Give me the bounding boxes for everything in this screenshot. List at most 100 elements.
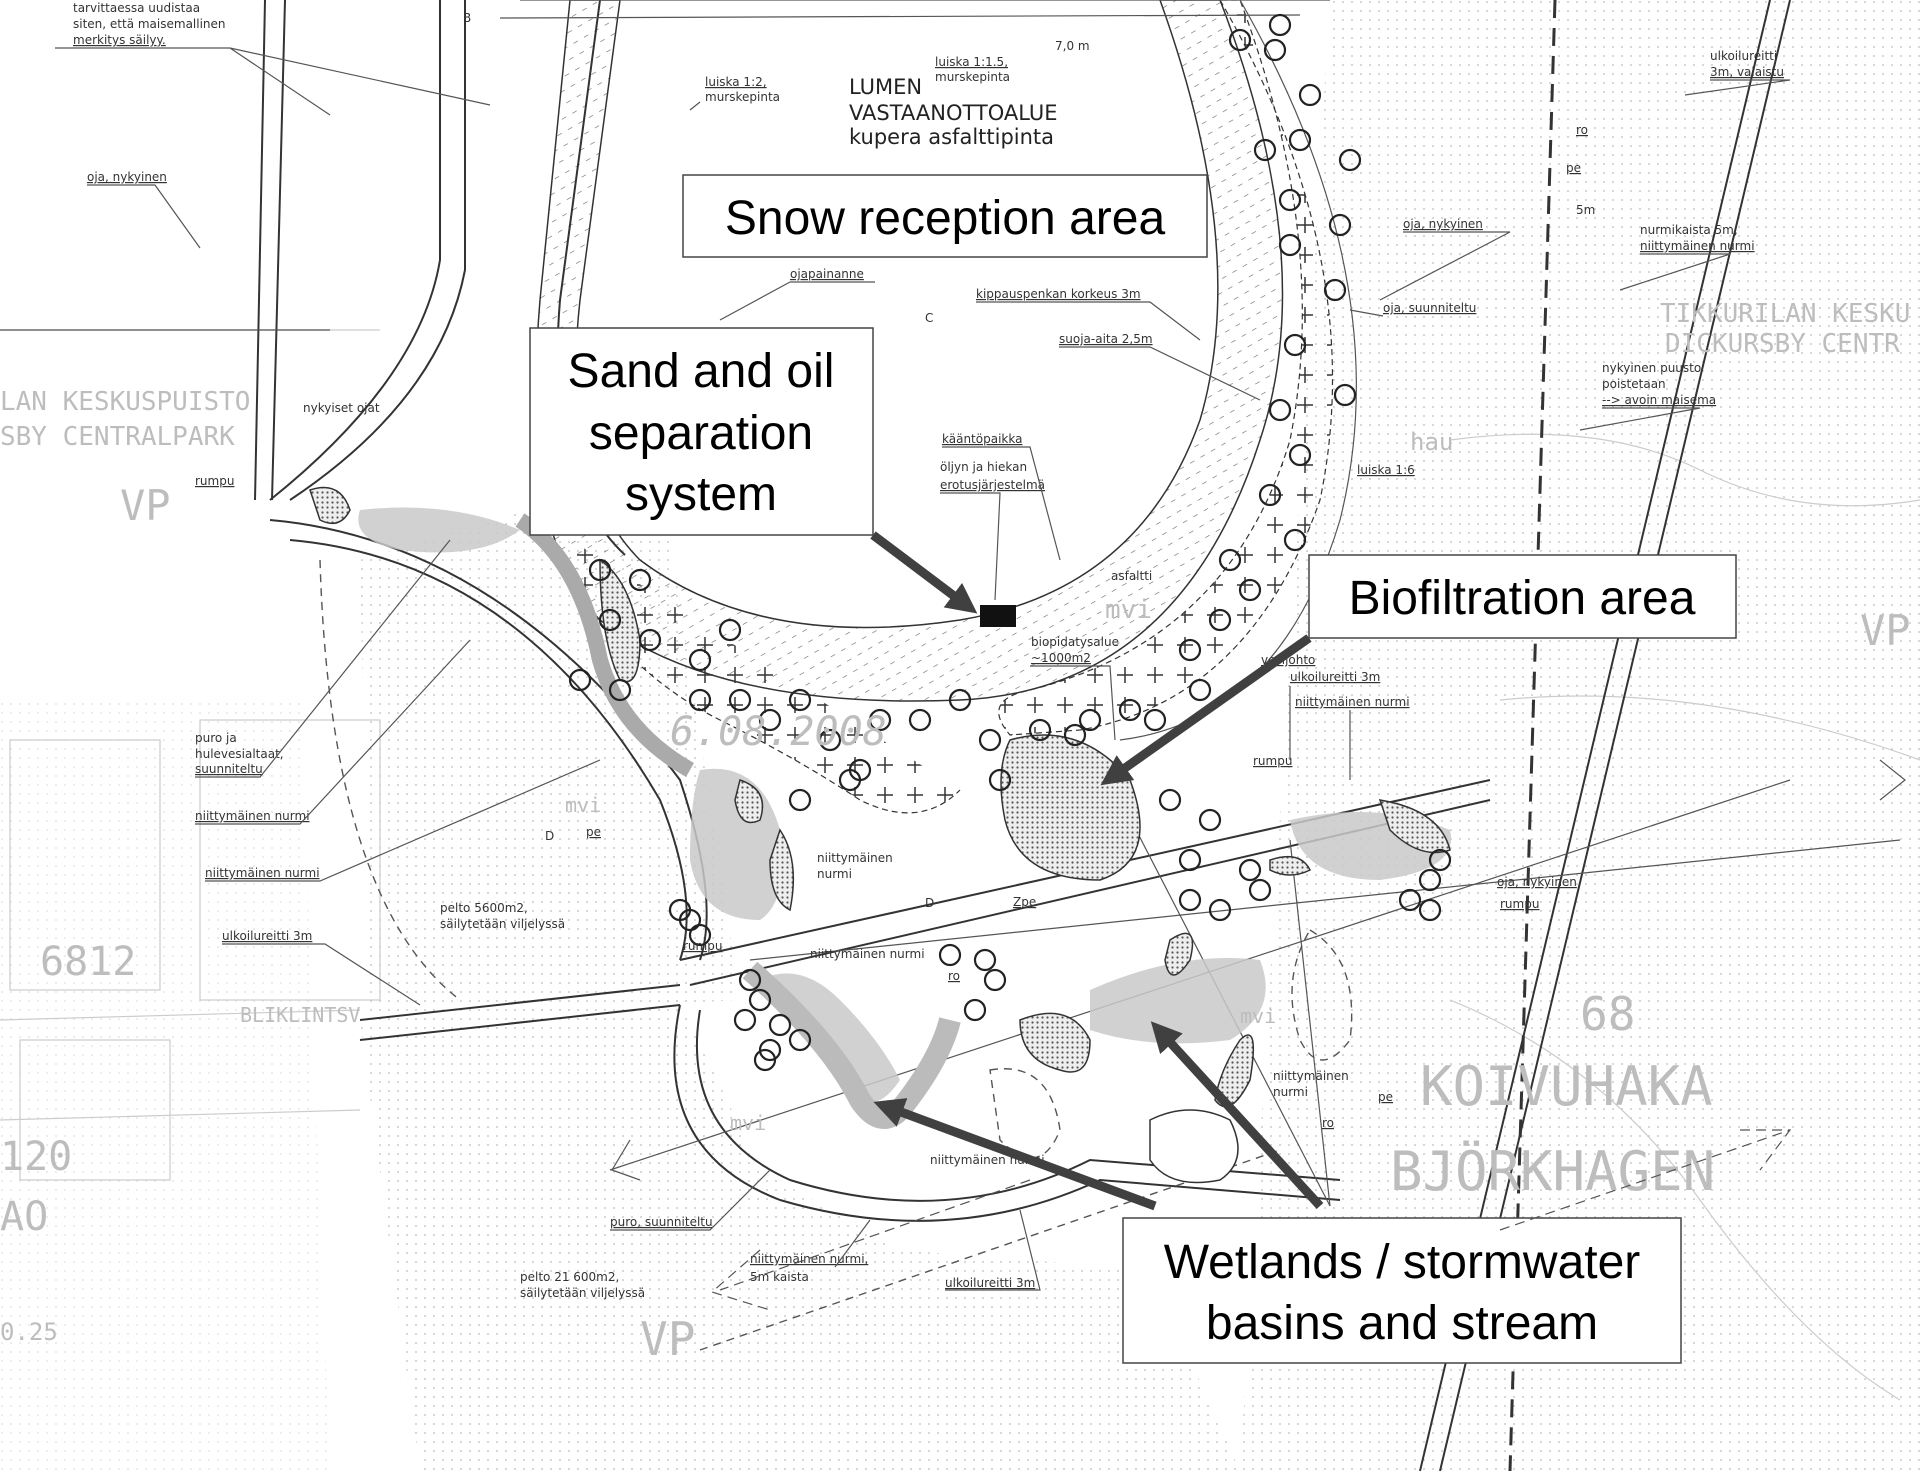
label: 5m kaista: [750, 1270, 809, 1284]
tree-symbol: [1198, 808, 1222, 832]
label: ulkoilureitti 3m: [222, 929, 312, 943]
label: oja, nykyinen: [1403, 217, 1483, 231]
tree-symbol: [908, 708, 932, 732]
label: nykyiset ojat: [303, 401, 380, 415]
label: murskepinta: [705, 90, 780, 104]
label: rumpu: [195, 474, 234, 488]
label: murskepinta: [935, 70, 1010, 84]
zone-mvi-bottom: mvi: [730, 1111, 766, 1135]
tree-symbol: [588, 558, 612, 582]
label: rumpu: [683, 939, 722, 953]
label: 3m, valaistu: [1710, 65, 1784, 79]
label: oja, nykyinen: [87, 170, 167, 184]
tree-symbol: [1218, 548, 1242, 572]
tree-symbol: [568, 668, 592, 692]
arrow-to-separation: [870, 531, 978, 614]
tree-symbol: [1268, 13, 1292, 37]
callout-wetlands-text-1: Wetlands / stormwater: [1164, 1236, 1641, 1289]
callout-arrows: [870, 531, 1324, 1211]
tree-symbol: [1278, 233, 1302, 257]
plan-title-line1: LUMEN: [849, 75, 922, 99]
tree-symbol: [628, 568, 652, 592]
tree-symbol: [1328, 213, 1352, 237]
label: rumpu: [1253, 754, 1292, 768]
tree-symbol: [1118, 698, 1142, 722]
tree-symbol: [1178, 848, 1202, 872]
tree-symbol: [1338, 148, 1362, 172]
tree-symbol: [1238, 858, 1262, 882]
background-linework: [0, 329, 1920, 1401]
tree-symbol: [688, 923, 712, 947]
park-name-fi: LAN KESKUSPUISTO: [0, 387, 250, 417]
tree-symbol: [718, 618, 742, 642]
callout-sand-oil-separation: Sand and oil separation system: [529, 327, 874, 536]
tree-symbol: [1398, 888, 1422, 912]
tree-symbol: [788, 788, 812, 812]
tree-symbol: [788, 1028, 812, 1052]
label: kippauspenkan korkeus 3m: [976, 287, 1141, 301]
label: niittymäinen: [1273, 1069, 1349, 1083]
date-stamp: 6.08.2008: [670, 709, 887, 755]
arrow-to-wetland: [1150, 1021, 1324, 1210]
label: ro: [1576, 123, 1588, 137]
label: rumpu: [1500, 897, 1539, 911]
tree-symbol: [688, 648, 712, 672]
tree-symbol: [1268, 398, 1292, 422]
zone-vp-bottom: VP: [640, 1312, 695, 1366]
block-025: 0.25: [0, 1318, 58, 1346]
label-note-3: merkitys säilyy.: [73, 33, 166, 47]
label: oja, nykyinen: [1497, 875, 1577, 889]
callout-snow-text: Snow reception area: [725, 192, 1166, 245]
callout-wetlands-text-2: basins and stream: [1206, 1297, 1598, 1350]
street-bliklintsv: BLIKLINTSV: [240, 1003, 360, 1027]
label: säilytetään viljelyssä: [520, 1286, 645, 1300]
tree-symbol: [1178, 638, 1202, 662]
tree-symbol: [1333, 383, 1357, 407]
tree-symbol: [638, 628, 662, 652]
zone-vp-right: VP: [1860, 606, 1911, 655]
separation-unit: [980, 605, 1016, 627]
zone-mvi-right: mvi: [1240, 1004, 1276, 1028]
tree-symbol: [1208, 898, 1232, 922]
tree-symbol: [838, 768, 862, 792]
tree-symbol: [1263, 38, 1287, 62]
label: niittymäinen: [817, 851, 893, 865]
tree-symbol: [1178, 888, 1202, 912]
callout-biofiltration-text: Biofiltration area: [1349, 572, 1696, 625]
label: niittymäinen nurmi: [1295, 695, 1410, 709]
tree-symbol: [1288, 443, 1312, 467]
leader-lines: [55, 47, 1791, 1291]
label: niittymäinen nurmi: [195, 809, 310, 823]
label: luiska 1:6: [1357, 463, 1415, 477]
tree-symbol: [1258, 483, 1282, 507]
tree-symbol: [1288, 128, 1312, 152]
tree-symbol: [738, 968, 762, 992]
tree-symbol: [1298, 83, 1322, 107]
callout-sand-text-1: Sand and oil: [568, 345, 835, 398]
label: poistetaan: [1602, 377, 1666, 391]
tree-symbol: [608, 678, 632, 702]
label: luiska 1:2,: [705, 75, 767, 89]
tree-symbol: [733, 1008, 757, 1032]
tree-symbol: [868, 708, 892, 732]
section-marker-c: C: [925, 311, 933, 325]
wetlands: [309, 486, 1452, 1184]
tree-symbol: [1028, 718, 1052, 742]
label: kääntöpaikka: [942, 432, 1022, 446]
tree-symbol: [758, 1038, 782, 1062]
tree-symbol: [1418, 898, 1442, 922]
tree-symbol: [1078, 708, 1102, 732]
tree-symbol: [758, 708, 782, 732]
tree-symbol: [978, 728, 1002, 752]
label: nurmi: [1273, 1085, 1308, 1099]
label: Zpe: [1013, 895, 1036, 909]
label: pe: [1566, 161, 1581, 175]
label: suoja-aita 2,5m: [1059, 332, 1153, 346]
tree-symbol: [1428, 848, 1452, 872]
label: ro: [1322, 1116, 1334, 1130]
tree-symbol: [1278, 188, 1302, 212]
block-120: 120: [0, 1134, 72, 1180]
label: puro, suunniteltu: [610, 1215, 713, 1229]
tree-symbol: [678, 908, 702, 932]
label: ~1000m2: [1031, 651, 1091, 665]
